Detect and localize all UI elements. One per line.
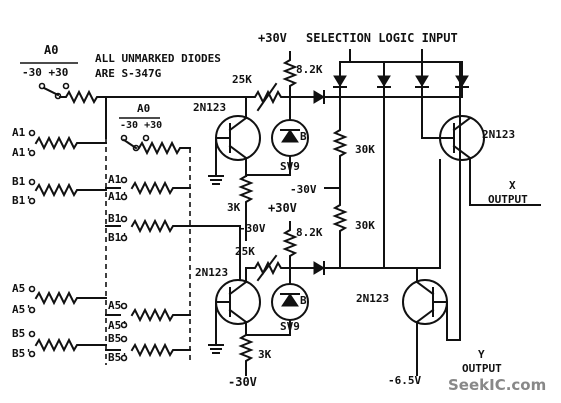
label-x-output-1: X <box>509 179 516 192</box>
label-a0-mid: A0 <box>137 102 150 115</box>
input-mid-b1-prime: B1' <box>108 231 128 244</box>
selection-diodes-top <box>333 49 469 98</box>
label-diodes-note-2: ARE S-347G <box>95 67 162 80</box>
label-minus30-bottom: -30V <box>228 375 257 389</box>
r25k-top <box>239 89 291 105</box>
sv9-top-b-label: B <box>300 130 307 143</box>
sv9-top-diode: B <box>245 96 309 176</box>
label-x-output-2: OUTPUT <box>488 193 528 206</box>
label-r25k-top: 25K <box>232 73 252 86</box>
label-q-bottom-right: 2N123 <box>356 292 389 305</box>
input-left-a5: A5 <box>12 282 25 295</box>
label-minus30-left: -30V <box>239 222 266 235</box>
label-r8k2-top: 8.2K <box>296 63 323 76</box>
label-range-top: -30 +30 <box>22 66 68 79</box>
a0-top-switch <box>20 62 241 105</box>
label-r25k-bottom: 25K <box>235 245 255 258</box>
input-mid-a5: A5 <box>108 299 121 312</box>
bottom-left-transistor <box>208 279 261 376</box>
label-q-bottom-left: 2N123 <box>195 266 228 279</box>
r30k-divider <box>332 96 348 269</box>
r8k2-bottom <box>282 221 298 269</box>
input-mid-b1: B1 <box>108 212 122 225</box>
input-left-b1: B1 <box>12 175 26 188</box>
sv9-bottom-diode: B <box>245 267 309 336</box>
label-range-mid: -30 +30 <box>120 120 162 131</box>
r25k-top-arrow <box>256 82 278 112</box>
bottom-right-transistor <box>402 61 461 376</box>
input-left-a5-prime: A5' <box>12 303 32 316</box>
label-plus30-mid: +30V <box>268 201 297 215</box>
input-left-b5-prime: B5' <box>12 347 32 360</box>
label-r3k-top: 3K <box>227 201 241 214</box>
label-diodes-note-1: ALL UNMARKED DIODES <box>95 52 221 65</box>
left-input-resistors <box>28 129 107 358</box>
r8k2-top <box>282 51 298 98</box>
input-mid-b5: B5 <box>108 332 121 345</box>
label-q-top-right: 2N123 <box>482 128 515 141</box>
input-mid-a5-prime: A5' <box>108 319 128 332</box>
label-r30k-top: 30K <box>355 143 375 156</box>
input-left-a1-prime: A1' <box>12 146 32 159</box>
mid-switches-resistors <box>105 117 241 362</box>
watermark: SeekIC.com <box>448 376 546 394</box>
label-r30k-bottom: 30K <box>355 219 375 232</box>
input-mid-a1: A1 <box>108 173 122 186</box>
r25k-bottom-arrow <box>256 254 278 282</box>
label-a0-top: A0 <box>44 43 58 57</box>
label-r3k-bottom: 3K <box>258 348 272 361</box>
sv9-bottom-b-label: B <box>300 294 307 307</box>
top-right-transistor <box>421 96 541 269</box>
label-minus30-mid: -30V <box>290 183 317 196</box>
label-selection-logic: SELECTION LOGIC INPUT <box>306 31 458 45</box>
input-left-a1: A1 <box>12 126 26 139</box>
label-y-output-1: Y <box>478 348 485 361</box>
label-minus6v5: -6.5V <box>388 374 421 387</box>
label-q-top-left: 2N123 <box>193 101 226 114</box>
label-r8k2-bottom: 8.2K <box>296 226 323 239</box>
input-mid-b5-prime: B5' <box>108 351 128 364</box>
input-left-b1-prime: B1' <box>12 194 32 207</box>
input-left-b5: B5 <box>12 327 25 340</box>
label-y-output-2: OUTPUT <box>462 362 502 375</box>
top-left-transistor <box>208 115 261 241</box>
input-mid-a1-prime: A1' <box>108 190 128 203</box>
r25k-bottom <box>245 260 291 276</box>
label-plus30-top: +30V <box>258 31 287 45</box>
